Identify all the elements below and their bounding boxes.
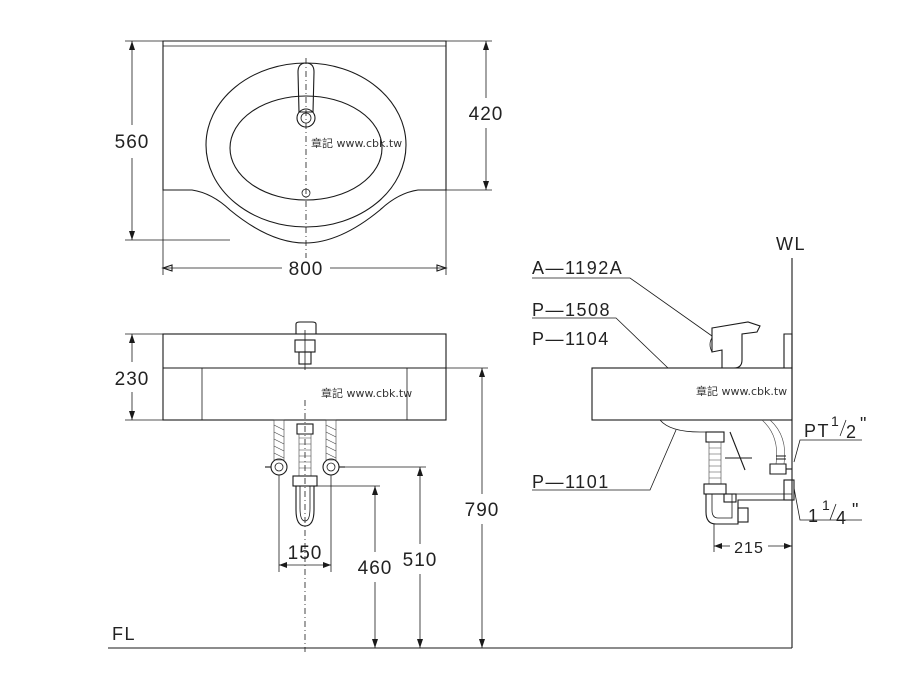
rim-height-dimension: 790 [465,500,500,521]
supply-thread-den: 2 [846,422,858,442]
drain-size-den: 4 [836,508,848,528]
front-view: 230 150 460 510 790 FL 章記 www.cbk.tw [108,321,792,652]
callout-p1101: P—1101 [532,472,610,492]
supply-thread-num: 1 [831,413,839,429]
supply-height-dimension: 510 [403,550,438,571]
callout-p1508: P—1508 [532,300,611,320]
drain-height-dimension: 460 [358,558,393,579]
drain-spacing-dimension: 150 [288,543,323,564]
front-height-dimension: 230 [115,369,150,390]
bowl-depth-dimension: 420 [469,104,504,125]
width-dimension: 800 [289,259,324,280]
watermark-front: 章記 www.cbk.tw [321,386,412,400]
drain-size-num: 1 [822,497,830,513]
top-view: 800 560 420 章記 www.cbk.tw [115,40,504,280]
callout-p1104: P—1104 [532,329,610,349]
callout-faucet: A—1192A [532,258,623,278]
watermark-side: 章記 www.cbk.tw [696,384,787,398]
wall-label: WL [776,234,806,254]
drain-size-whole: 1 [808,506,820,526]
side-view: WL A—1192A P—1508 P—1104 [532,234,868,648]
floor-label: FL [112,624,136,644]
supply-thread-prefix: PT [804,421,830,441]
watermark-top: 章記 www.cbk.tw [311,136,402,150]
drain-size-unit: " [852,500,860,520]
wall-offset-dimension: 215 [734,540,764,557]
supply-thread-unit: " [860,414,868,434]
depth-dimension: 560 [115,132,150,153]
